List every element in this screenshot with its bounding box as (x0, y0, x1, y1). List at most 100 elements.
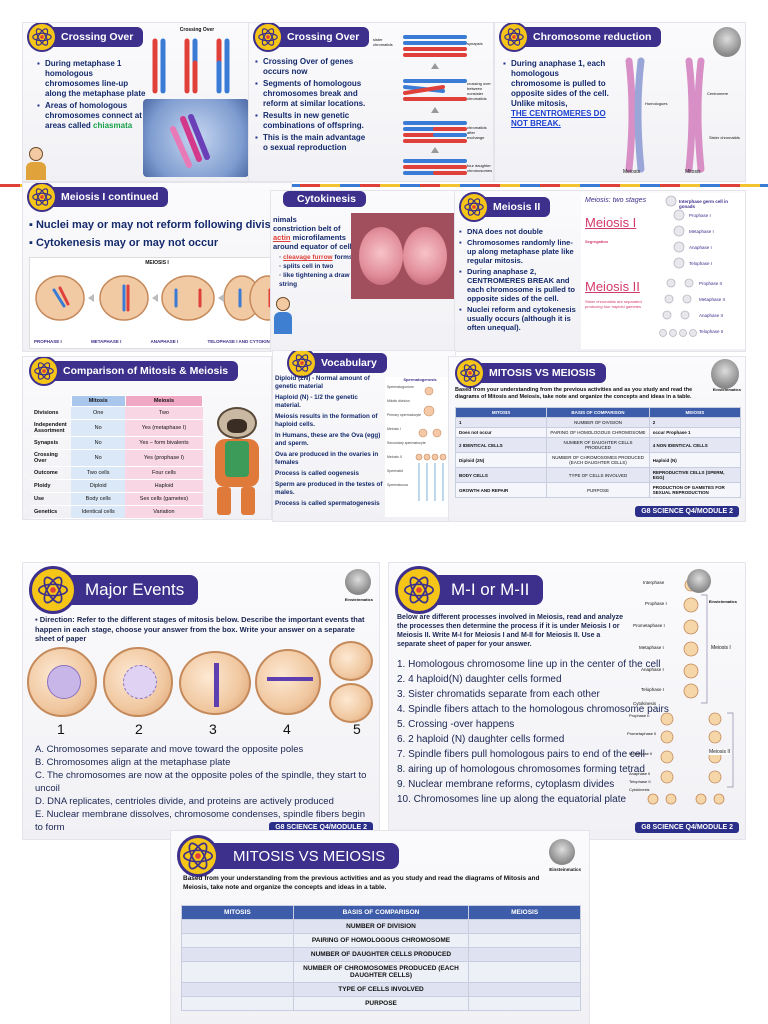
table-cell: Four cells (125, 466, 203, 480)
table-cell (181, 933, 294, 948)
table-cell: Haploid (N) (648, 452, 742, 468)
intro-text: Based from your understanding from the p… (183, 875, 540, 891)
pug-cartoon (207, 407, 269, 517)
atom-icon (499, 23, 529, 52)
emphasis-text: THE CENTROMERES DO NOT BREAK. (511, 109, 606, 128)
table-cell: Independent Assortment (31, 419, 71, 437)
brand-label: Einsteinmatics (712, 387, 741, 392)
cytokinesis-text: nimals constriction belt of actin microf… (273, 215, 353, 288)
table-cell: 2 (648, 417, 742, 428)
phase-label: ANAPHASE I (150, 339, 179, 344)
brand-label: Einsteinmatics (708, 599, 737, 604)
table-cell: 2 IDENTICAL CELLS (454, 437, 548, 453)
table-cell (181, 961, 294, 983)
mitosis-stage-4-cell (255, 649, 321, 715)
bullet-list: During metaphase 1 homologous chromosome… (37, 59, 147, 133)
slide-title: Comparison of Mitosis & Meiosis (29, 357, 239, 386)
table-cell: Outcome (31, 466, 71, 480)
table-cell: NUMBER OF DIVISION (292, 919, 470, 934)
slide-crossing-over-1: Crossing Over During metaphase 1 homolog… (22, 22, 252, 182)
atom-icon (177, 835, 219, 877)
table-cell: No (71, 449, 126, 467)
table-cell: Haploid (125, 479, 203, 493)
bullet-list: During anaphase 1, each homologous chrom… (503, 59, 609, 111)
brand-label: Einsteinmatics (549, 867, 581, 872)
slide-mi-or-mii: M-I or M-II Below are different processe… (388, 562, 746, 840)
slide-crossing-over-2: Crossing Over Crossing Over of genes occ… (248, 22, 494, 182)
atom-icon (27, 183, 57, 212)
atom-icon (29, 566, 77, 614)
table-cell: NUMBER OF DIVISION (546, 417, 650, 428)
table-cell: Crossing Over (31, 449, 71, 467)
table-row: Diploid (2N)NUMBER OF CHROMOSOMES PRODUC… (454, 452, 742, 468)
slide-vocabulary: Vocabulary Diploid (2N) - Normal amount … (272, 350, 456, 522)
atom-icon (395, 566, 443, 614)
table-cell (181, 947, 294, 962)
bullet-list: DNA does not double Chromosomes randomly… (459, 227, 579, 334)
table-row: NUMBER OF DAUGHTER CELLS PRODUCED (181, 947, 581, 962)
einstein-logo (711, 359, 739, 389)
atom-icon (455, 358, 485, 388)
teacher-avatar (25, 147, 47, 181)
table-cell: Body cells (71, 492, 126, 506)
meiosis-cells (35, 275, 287, 321)
table-cell: TYPE OF CELLS INVOLVED (292, 982, 470, 997)
footer-tag: G8 SCIENCE Q4/MODULE 2 (269, 822, 373, 833)
table-cell: NUMBER OF DAUGHTER CELLS PRODUCED (292, 947, 470, 962)
divider-stripe (0, 184, 768, 187)
table-cell: Yes – form bivalents (125, 436, 203, 450)
process-list: 1. Homologous chromosome line up in the … (397, 659, 669, 805)
slide-meiosis-i-continued: Meiosis I continued ▪ Nuclei may or may … (22, 182, 292, 352)
table-cell: Does not occur (454, 427, 548, 438)
spermatogenesis-diagram: Spermatogenesis Spermatogonium Mitotic d… (385, 377, 455, 517)
slide-chromosome-reduction: Chromosome reduction During anaphase 1, … (494, 22, 746, 182)
atom-icon (287, 351, 317, 378)
vocabulary-list: Diploid (2N) - Normal amount of genetic … (275, 375, 383, 507)
table-cell: 1 (454, 417, 548, 428)
footer-tag: G8 SCIENCE Q4/MODULE 2 (635, 822, 739, 833)
slide-title: Meiosis I continued (27, 183, 169, 212)
table-cell: BODY CELLS (454, 467, 548, 483)
mitosis-stage-5-cell (323, 641, 379, 723)
mitosis-stage-1-cell (27, 647, 97, 717)
table-cell (468, 961, 581, 983)
table-cell: No (71, 436, 126, 450)
phase-label: METAPHASE I (90, 339, 122, 344)
phase-label: PROPHASE I (34, 339, 62, 344)
slide-meiosis-ii: Meiosis II DNA does not double Chromosom… (454, 190, 746, 352)
slide-title: MITOSIS VS MEIOSIS (177, 835, 400, 877)
table-cell: Ploidy (31, 479, 71, 493)
table-row: NUMBER OF DIVISION (181, 919, 581, 934)
slide-cytokinesis: Cytokinesis nimals constriction belt of … (270, 190, 456, 352)
table-cell: PURPOSE (546, 482, 650, 498)
cleavage-photo (351, 213, 455, 299)
table-row: PAIRING OF HOMOLOGOUS CHROMOSOME (181, 933, 581, 948)
table-row: TYPE OF CELLS INVOLVED (181, 982, 581, 997)
phase-label: TELOPHASE I AND CYTOKINESIS (207, 339, 280, 344)
table-cell (181, 996, 294, 1011)
cell-crossing-image (143, 99, 249, 177)
table-cell (181, 919, 294, 934)
table-cell: occur Prophase 1 (648, 427, 742, 438)
table-cell (468, 996, 581, 1011)
table-cell: Use (31, 492, 71, 506)
table-cell: NUMBER OF CHROMOSOMES PRODUCED (EACH DAU… (546, 452, 650, 468)
table-cell: Diploid (71, 479, 126, 493)
slide-comparison: Comparison of Mitosis & Meiosis Mitosis … (22, 356, 272, 520)
slide-title: Meiosis II (459, 192, 551, 222)
intro-text: Below are different processes involved i… (397, 614, 624, 648)
slide-title: M-I or M-II (395, 566, 544, 614)
crossing-steps-diagram: sister chromatids synapsis crossing over… (373, 35, 493, 175)
einstein-logo (713, 27, 741, 57)
answer-options: A. Chromosomes separate and move toward … (35, 744, 367, 833)
table-cell: No (71, 419, 126, 437)
slide-title: Cytokinesis (283, 191, 366, 207)
